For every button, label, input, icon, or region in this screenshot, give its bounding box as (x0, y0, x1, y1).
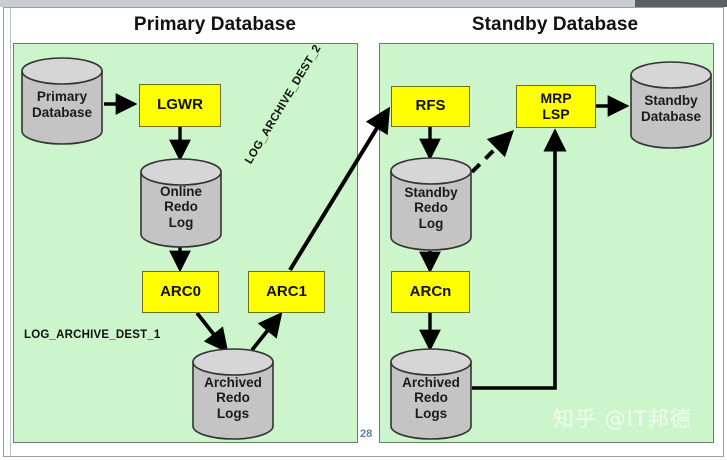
cyl-line: Redo (414, 390, 448, 406)
cyl-line: Standby (644, 93, 698, 109)
cyl-line: Database (640, 109, 702, 124)
lsp-label: LSP (542, 105, 570, 122)
arcn-label: ARCn (409, 282, 452, 300)
online-redo-log-cylinder: Online Redo Log (139, 158, 223, 248)
primary-database-cylinder: Primary Database (20, 57, 104, 145)
rfs-process-box[interactable]: RFS (391, 86, 470, 127)
primary-archived-redo-logs-label: Archived Redo Logs (191, 348, 275, 440)
mrp-lsp-process-box[interactable]: MRP LSP (516, 85, 596, 128)
cyl-line: Redo (164, 199, 198, 215)
lgwr-process-box[interactable]: LGWR (139, 84, 221, 127)
mrp-label: MRP (540, 90, 572, 107)
primary-archived-redo-logs-cylinder: Archived Redo Logs (191, 348, 275, 440)
standby-database-cylinder: Standby Database (629, 61, 713, 149)
standby-redo-log-cylinder-label: Standby Redo Log (389, 157, 473, 251)
cyl-line: Standby (404, 184, 458, 200)
arc1-label: ARC1 (266, 282, 307, 300)
standby-panel-title: Standby Database (471, 14, 639, 35)
cyl-line: Primary (36, 89, 88, 105)
page-number: 28 (360, 428, 373, 440)
standby-archived-redo-logs-label: Archived Redo Logs (389, 348, 473, 440)
cyl-line: Log (418, 215, 444, 231)
lgwr-label: LGWR (157, 96, 203, 114)
primary-database-cylinder-label: Primary Database (20, 57, 104, 145)
document-frame-inner-rule (10, 8, 723, 456)
standby-database-cylinder-label: Standby Database (629, 61, 713, 149)
primary-panel-title: Primary Database (133, 14, 297, 35)
standby-redo-log-cylinder: Standby Redo Log (389, 157, 473, 251)
cyl-line: Online (159, 183, 202, 199)
cyl-line: Log (168, 214, 194, 230)
online-redo-log-cylinder-label: Online Redo Log (139, 158, 223, 248)
cyl-line: Redo (414, 200, 448, 216)
watermark-text: 知乎 @IT邦德 (553, 407, 692, 431)
standby-archived-redo-logs-cylinder: Archived Redo Logs (389, 348, 473, 440)
arc0-process-box[interactable]: ARC0 (142, 271, 219, 313)
cyl-line: Database (31, 105, 93, 120)
cyl-line: Archived (204, 374, 262, 390)
cyl-line: Redo (216, 390, 250, 406)
cyl-line: Archived (402, 374, 460, 390)
log-archive-dest-1-label: LOG_ARCHIVE_DEST_1 (24, 329, 161, 341)
arc0-label: ARC0 (160, 282, 201, 300)
rfs-label: RFS (415, 97, 446, 115)
arcn-process-box[interactable]: ARCn (391, 271, 470, 313)
window-chrome-right-segment (635, 0, 727, 7)
arc1-process-box[interactable]: ARC1 (248, 271, 325, 313)
cyl-line: Logs (216, 405, 250, 421)
cyl-line: Logs (414, 405, 448, 421)
window-chrome-strip (0, 0, 727, 7)
